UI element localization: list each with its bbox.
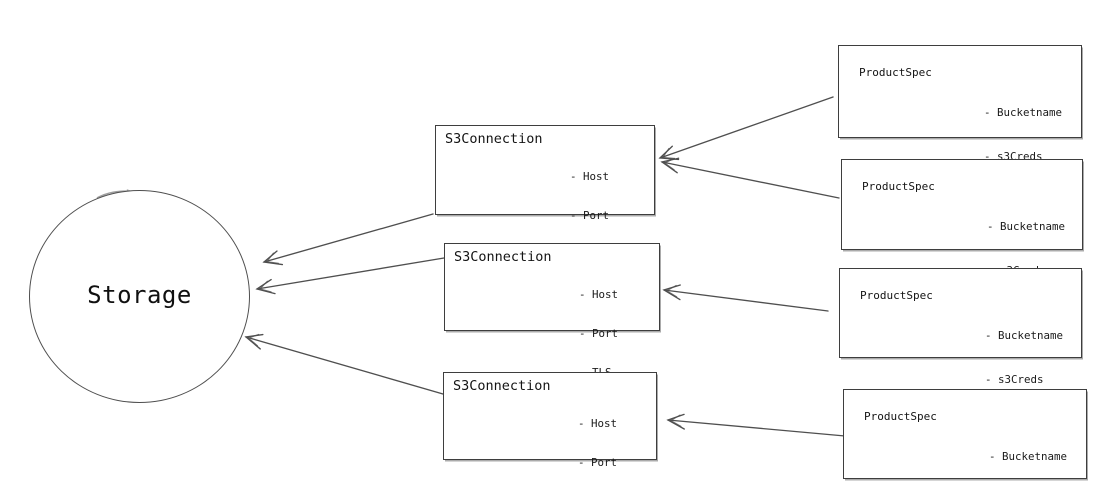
node-storage: Storage <box>29 190 250 403</box>
node-productspec-3: ProductSpec - Bucketname - s3Creds <box>839 268 1082 386</box>
node-title: S3Connection <box>445 131 543 147</box>
arrow-s3connection1-to-storage <box>262 213 434 266</box>
arrow-productspec1-to-s3connection1 <box>658 96 834 161</box>
arrow-productspec3-to-s3connection2 <box>662 284 829 312</box>
node-productspec-1: ProductSpec - Bucketname - s3Creds <box>838 45 1082 163</box>
attribute: - Bucketname <box>987 220 1066 233</box>
node-title: ProductSpec <box>860 289 933 302</box>
attribute-list: - Bucketname - s3Creds <box>989 421 1067 493</box>
arrow-s3connection2-to-storage <box>255 257 445 295</box>
attribute: - s3Creds <box>985 372 1044 386</box>
attribute: - Port <box>579 327 619 340</box>
node-title: S3Connection <box>453 378 551 394</box>
node-title: ProductSpec <box>864 410 937 423</box>
arrow-productspec2-to-s3connection1 <box>660 157 840 199</box>
node-s3connection-1: S3Connection - Host - Port - TLS <box>435 125 655 261</box>
attribute: - Host <box>570 170 610 183</box>
attribute-list: - Bucketname - s3Creds <box>985 300 1063 416</box>
node-productspec-4: ProductSpec - Bucketname - s3Creds <box>843 389 1087 479</box>
node-s3connection-2: S3Connection - Host - Port - TLS <box>444 243 660 379</box>
attribute: - Bucketname <box>989 450 1068 463</box>
attribute: - Bucketname <box>985 329 1064 342</box>
node-title: ProductSpec <box>862 180 935 193</box>
attribute: - Port <box>570 209 610 222</box>
arrow-productspec4-to-s3connection3 <box>666 413 846 437</box>
attribute-list: - Host - Port - TLS <box>578 391 617 493</box>
attribute: - Bucketname <box>984 106 1063 119</box>
node-title: S3Connection <box>454 249 552 265</box>
node-title: ProductSpec <box>859 66 932 79</box>
attribute: - Host <box>579 288 619 301</box>
storage-label: Storage <box>87 280 192 309</box>
attribute: - Port <box>578 456 618 469</box>
arrow-s3connection3-to-storage <box>244 333 444 395</box>
attribute: - Host <box>578 417 618 430</box>
node-s3connection-3: S3Connection - Host - Port - TLS <box>443 372 657 469</box>
node-productspec-2: ProductSpec - Bucketname - s3Creds <box>841 159 1083 277</box>
